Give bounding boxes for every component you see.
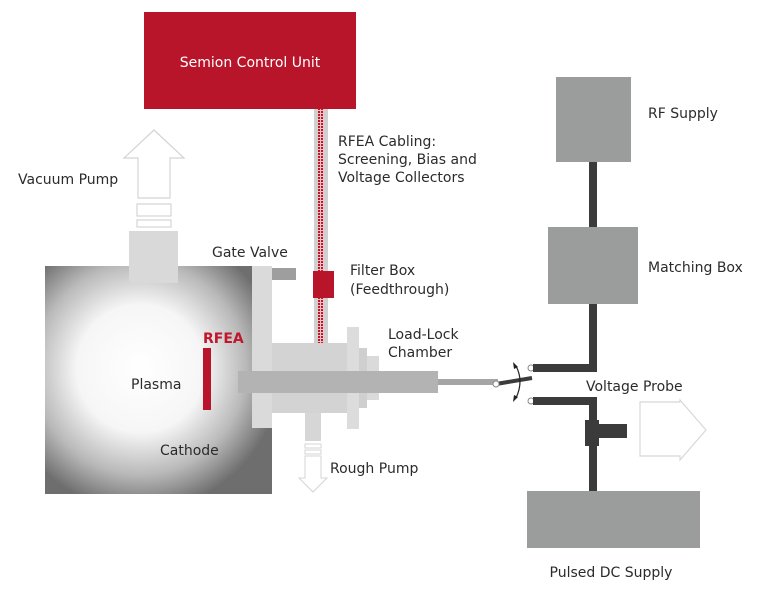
gate-valve-label: Gate Valve xyxy=(212,245,288,261)
cathode-label: Cathode xyxy=(160,443,219,459)
arrow-up-icon xyxy=(513,362,518,369)
power-wiring xyxy=(533,160,627,492)
rough-pump xyxy=(297,413,329,493)
load-lock-chamber xyxy=(238,327,498,429)
cabling-label-3: Voltage Collectors xyxy=(338,170,465,186)
rfea-probe xyxy=(203,348,211,410)
pulsed-dc-label: Pulsed DC Supply xyxy=(550,565,673,581)
rfea-label: RFEA xyxy=(203,331,244,347)
semion-control-unit: Semion Control Unit xyxy=(144,12,356,109)
arrow-down-icon xyxy=(513,395,518,402)
vacuum-pump-arrow-icon xyxy=(122,129,186,228)
pulsed-dc-supply xyxy=(527,491,700,548)
load-lock-label-2: Chamber xyxy=(388,345,452,361)
rf-supply-label: RF Supply xyxy=(648,106,718,122)
control-unit-label: Semion Control Unit xyxy=(180,55,321,71)
filter-box-label-1: Filter Box xyxy=(350,263,415,279)
vacuum-pump-label: Vacuum Pump xyxy=(18,172,118,188)
matching-box-label: Matching Box xyxy=(648,260,743,276)
process-chamber xyxy=(45,231,272,494)
filter-box xyxy=(313,271,334,298)
rf-supply xyxy=(556,77,631,162)
voltage-probe-arrow-icon xyxy=(639,398,707,462)
cabling-label-1: RFEA Cabling: xyxy=(338,134,436,150)
voltage-probe-label: Voltage Probe xyxy=(586,379,683,395)
filter-box-label-2: (Feedthrough) xyxy=(350,282,449,298)
load-lock-label-1: Load-Lock xyxy=(388,327,459,343)
rough-pump-label: Rough Pump xyxy=(330,461,418,477)
plasma-label: Plasma xyxy=(131,377,181,393)
matching-box xyxy=(548,227,638,304)
cabling-label-2: Screening, Bias and xyxy=(338,152,477,168)
switch xyxy=(492,362,535,405)
